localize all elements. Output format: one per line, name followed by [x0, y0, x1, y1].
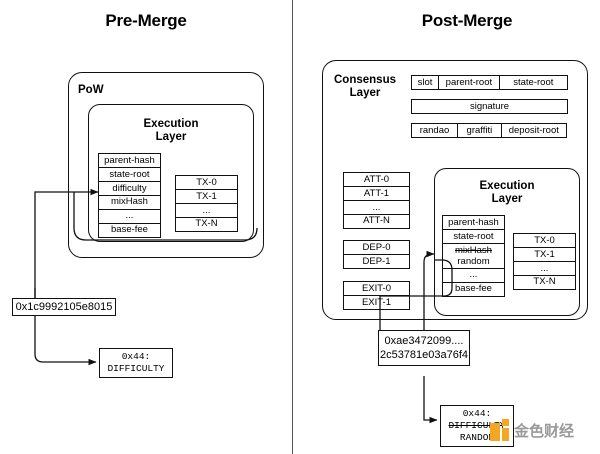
pre-opcode-line1: 0x44:	[121, 351, 151, 362]
pre-opcode-line2: DIFFICULTY	[107, 363, 165, 374]
exit-stack: EXIT-0 EXIT-1	[343, 281, 410, 310]
pre-difficulty-value-box: 0x1c9992105e8015	[12, 298, 116, 316]
header-field-cell: state-root	[442, 228, 505, 244]
pre-opcode-box: 0x44: DIFFICULTY	[99, 348, 173, 378]
pow-label: PoW	[78, 84, 104, 96]
watermark-text: 金色财经	[514, 421, 575, 440]
exit-cell: EXIT-1	[343, 294, 410, 310]
consensus-label-line1: Consensus	[334, 74, 396, 86]
header-field-cell: difficulty	[98, 180, 161, 196]
deposit-cell: DEP-1	[343, 253, 410, 269]
pre-transaction-stack: TX-0 TX-1 ... TX-N	[175, 175, 238, 232]
consensus-header-row-1: slot parent-root state-root	[411, 75, 568, 90]
attestation-cell: ATT-1	[343, 185, 410, 201]
post-exec-label-line1: Execution	[479, 180, 535, 192]
pre-header-field-stack: parent-hash state-root difficulty mixHas…	[98, 153, 161, 238]
pre-exec-label-line2: Layer	[155, 131, 187, 143]
post-value-line2: 2c53781e03a76f4	[379, 349, 469, 361]
header-field-cell: base-fee	[98, 222, 161, 238]
attestation-cell: ...	[343, 199, 410, 215]
tx-cell: ...	[513, 260, 576, 276]
consensus-field-cell: randao	[411, 123, 458, 138]
tx-cell: TX-0	[513, 233, 576, 248]
header-field-cell: mixHash	[98, 194, 161, 210]
post-exec-label-line2: Layer	[491, 193, 523, 205]
panel-divider	[292, 0, 293, 454]
tx-cell: TX-1	[513, 246, 576, 262]
header-field-cell: parent-hash	[442, 215, 505, 230]
tx-cell: TX-N	[175, 216, 238, 232]
consensus-field-cell: state-root	[498, 75, 568, 90]
consensus-field-cell: slot	[411, 75, 439, 90]
header-field-cell-mixhash-random: mixHash random	[442, 242, 505, 269]
attestation-stack: ATT-0 ATT-1 ... ATT-N	[343, 172, 410, 229]
post-opcode-old-label: DIFFICULTY	[448, 420, 506, 431]
post-opcode-box: 0x44: DIFFICULTY RANDOM	[440, 405, 514, 447]
consensus-field-cell: graffiti	[456, 123, 502, 138]
tx-cell: TX-N	[513, 274, 576, 290]
consensus-header-row-3: randao graffiti deposit-root	[411, 123, 567, 138]
tx-cell: TX-1	[175, 188, 238, 204]
deposit-cell: DEP-0	[343, 240, 410, 255]
post-value-line1: 0xae3472099....	[384, 335, 464, 347]
header-field-cell: ...	[98, 208, 161, 224]
header-field-cell: state-root	[98, 166, 161, 182]
post-execution-layer-label: Execution Layer	[434, 180, 580, 206]
post-merge-title: Post-Merge	[421, 11, 513, 30]
deposit-stack: DEP-0 DEP-1	[343, 240, 410, 269]
attestation-cell: ATT-N	[343, 213, 410, 229]
consensus-field-cell: signature	[411, 99, 568, 114]
tx-cell: TX-0	[175, 175, 238, 190]
header-field-cell: base-fee	[442, 281, 505, 297]
header-field-cell: ...	[442, 267, 505, 283]
consensus-header-row-2: signature	[411, 99, 568, 114]
exit-cell: EXIT-0	[343, 281, 410, 296]
pre-merge-title: Pre-Merge	[105, 11, 187, 30]
consensus-field-cell: parent-root	[437, 75, 500, 90]
random-new-label: random	[457, 255, 490, 267]
consensus-label-line2: Layer	[349, 87, 381, 99]
header-field-cell: parent-hash	[98, 153, 161, 168]
post-transaction-stack: TX-0 TX-1 ... TX-N	[513, 233, 576, 290]
pre-exec-label-line1: Execution	[143, 118, 199, 130]
post-opcode-new-label: RANDOM	[459, 432, 495, 443]
attestation-cell: ATT-0	[343, 172, 410, 187]
watermark: 金色财经	[490, 419, 574, 441]
watermark-logo-icon	[490, 419, 509, 441]
tx-cell: ...	[175, 202, 238, 218]
post-header-field-stack: parent-hash state-root mixHash random ..…	[442, 215, 505, 297]
post-random-value-box: 0xae3472099.... 2c53781e03a76f4	[378, 330, 470, 366]
mixhash-old-label: mixHash	[455, 244, 492, 256]
post-opcode-line1: 0x44:	[462, 408, 492, 419]
consensus-layer-label: Consensus Layer	[330, 74, 400, 100]
pre-execution-layer-label: Execution Layer	[88, 118, 254, 144]
consensus-field-cell: deposit-root	[500, 123, 567, 138]
